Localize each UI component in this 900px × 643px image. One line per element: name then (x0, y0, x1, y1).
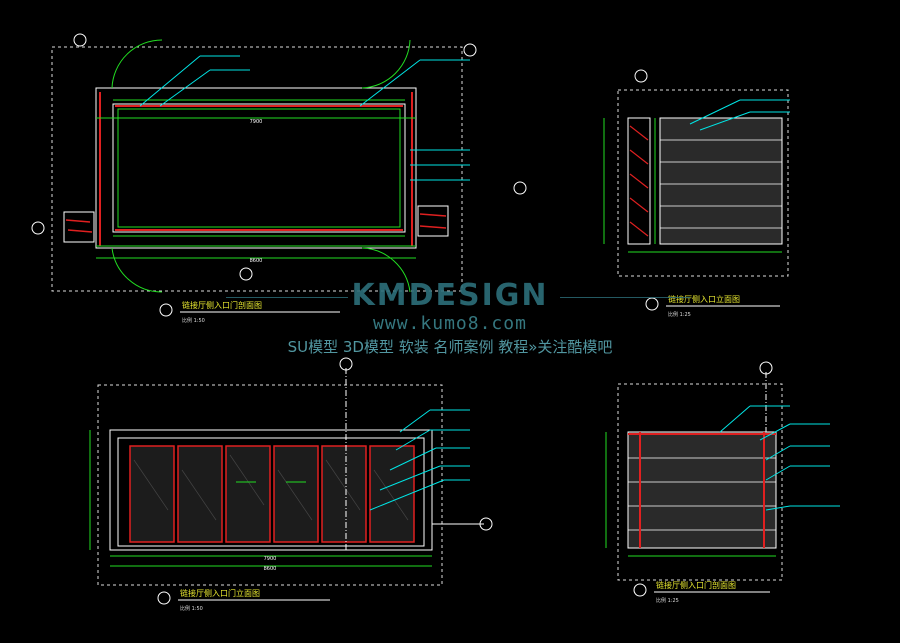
right-section-drawing (605, 361, 840, 597)
watermark-rule-right (560, 297, 690, 298)
right-elevation-title: 链接厅侧入口立面图 (668, 294, 740, 304)
plan-total-dim: 8600 (250, 258, 263, 264)
right-elevation-scale: 比例 1:25 (668, 311, 691, 318)
right-section-scale: 比例 1:25 (656, 597, 679, 604)
watermark-rule-left (226, 297, 348, 298)
right-section-title: 链接厅侧入口门剖面图 (656, 580, 736, 590)
main-elevation-total-dim: 8600 (264, 566, 277, 572)
main-elevation-width-dim: 7900 (264, 556, 277, 562)
main-elevation-scale: 比例 1:50 (180, 605, 203, 612)
plan-width-dim: 7900 (250, 119, 263, 125)
plan-scale: 比例 1:50 (182, 317, 205, 324)
plan-title: 链接厅侧入口门剖面图 (182, 300, 262, 310)
right-elevation-drawing (603, 69, 790, 311)
plan-drawing (31, 33, 527, 317)
main-elevation-drawing (89, 357, 493, 605)
main-elevation-title: 链接厅侧入口门立面图 (180, 588, 260, 598)
